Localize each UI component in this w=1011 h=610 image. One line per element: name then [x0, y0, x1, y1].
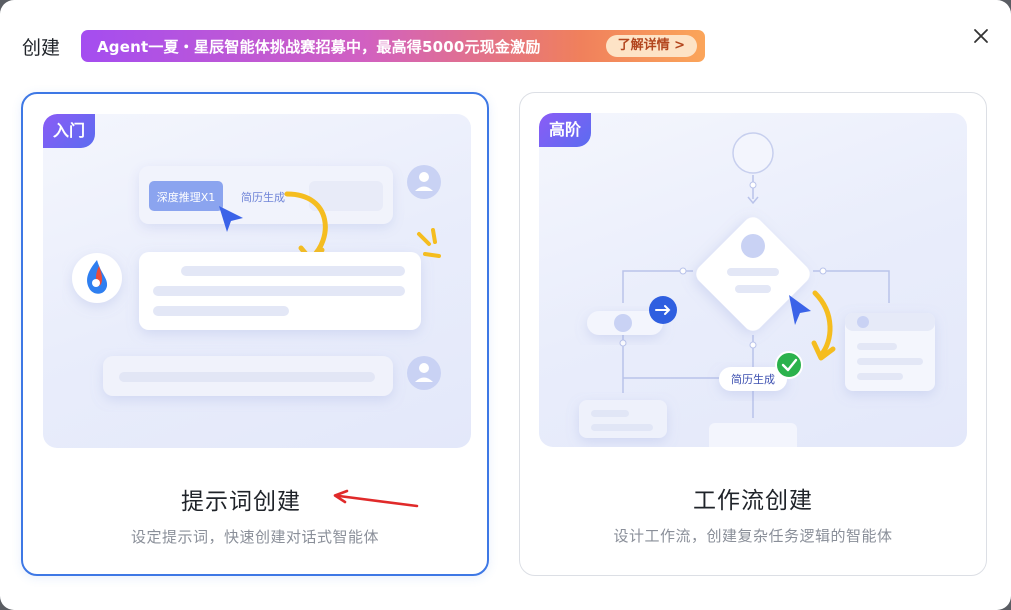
annotation-arrow-icon — [333, 489, 419, 508]
close-icon[interactable] — [970, 25, 992, 47]
beginner-tag: 入门 — [43, 114, 96, 148]
flow-arrow-icon — [812, 290, 833, 358]
learn-more-button[interactable]: 了解详情 > — [605, 35, 697, 57]
prompt-create-title: 提示词创建 — [181, 489, 301, 515]
workflow-node-label: 简历生成 — [731, 372, 775, 386]
workflow-create-card[interactable]: 简历生成 高阶 工作流创建 设计工作流，创建复杂任务逻辑的智能体 — [519, 92, 987, 576]
workflow-illustration: 简历生成 高阶 — [539, 113, 967, 447]
resume-chip-text: 简历生成 — [241, 190, 285, 204]
workflow-create-description: 设计工作流，创建复杂任务逻辑的智能体 — [613, 527, 893, 545]
cursor-icon — [789, 295, 811, 325]
promo-banner-text: Agent一夏・星辰智能体挑战赛招募中，最高得5000元现金激励 — [97, 37, 541, 56]
model-chip-label: 深度推理X1 — [157, 190, 216, 204]
prompt-illustration: 深度推理X1 简历生成 — [43, 114, 471, 448]
modal-title: 创建 — [22, 37, 61, 59]
prompt-create-description: 设定提示词，快速创建对话式智能体 — [130, 528, 379, 546]
advanced-tag: 高阶 — [539, 113, 592, 147]
workflow-illustration-graphic: 简历生成 — [579, 132, 935, 447]
prompt-illustration-graphic: 深度推理X1 简历生成 — [72, 165, 441, 396]
promo-banner[interactable]: Agent一夏・星辰智能体挑战赛招募中，最高得5000元现金激励 了解详情 > — [81, 30, 705, 62]
check-icon — [775, 351, 803, 379]
cursor-icon — [219, 206, 243, 232]
prompt-create-card[interactable]: 深度推理X1 简历生成 — [21, 92, 489, 576]
workflow-create-title: 工作流创建 — [693, 488, 813, 514]
